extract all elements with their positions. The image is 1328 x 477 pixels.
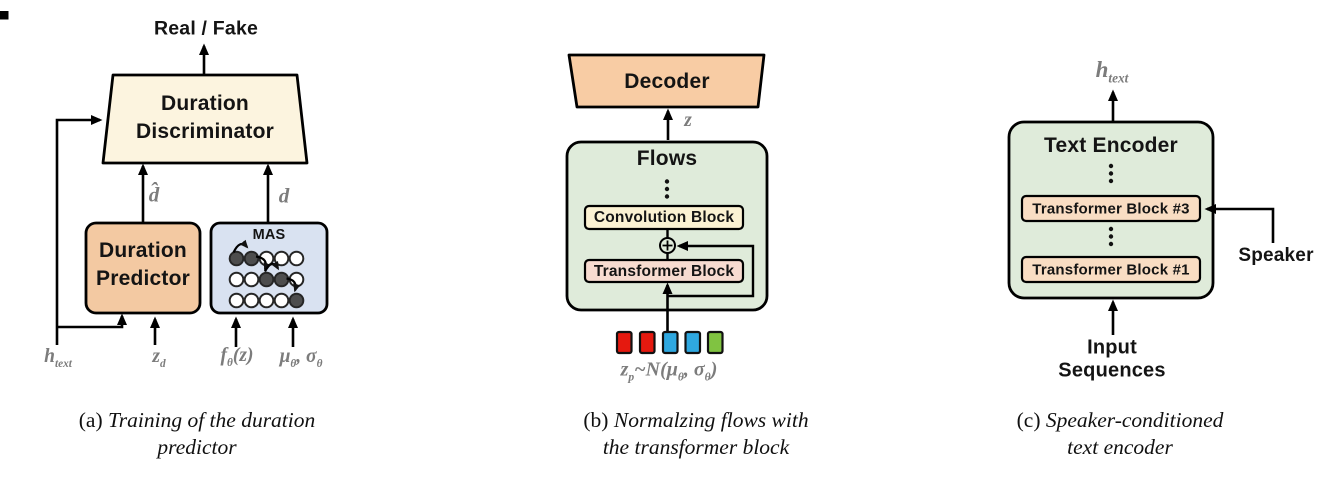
stray-mark	[0, 11, 9, 20]
mas-arc-1	[232, 239, 249, 253]
arrow-htext-to-predictor	[57, 313, 127, 329]
residual-skip-line	[667, 241, 755, 298]
duration-discriminator-shape	[101, 73, 309, 165]
mas-dot-filled	[243, 250, 260, 267]
text-encoder-label: Text Encoder	[1044, 134, 1178, 157]
caption-a-prefix: (a)	[78, 408, 103, 432]
transformer-block-1-label: Transformer Block #1	[1032, 261, 1190, 279]
mas-dot-open	[228, 292, 245, 309]
d-hat-label: d̂	[148, 182, 160, 207]
caption-a: (a) Training of the duration predictor	[79, 407, 316, 461]
caption-c: (c) Speaker-conditioned text encoder	[1017, 407, 1224, 461]
mas-arc-4	[286, 277, 301, 293]
panel-b-graphics	[565, 53, 769, 355]
transformer-block-3-label: Transformer Block #3	[1032, 200, 1190, 218]
mas-dot-open	[243, 271, 260, 288]
z-p-distribution-label: zp~N(μθ, σθ)	[620, 358, 718, 384]
caption-c-line2: text encoder	[1067, 435, 1173, 460]
transformer-block-3-box	[1020, 194, 1202, 223]
caption-b: (b) Normalzing flows with the transforme…	[583, 407, 808, 461]
h-text-label-c: htext	[1095, 57, 1129, 86]
mas-arc-3	[264, 261, 279, 273]
caption-c-prefix: (c)	[1016, 408, 1041, 432]
ellipsis-dots-encoder-mid	[1108, 226, 1114, 247]
latent-tokens	[615, 330, 724, 355]
mas-dot-open	[243, 292, 260, 309]
mas-dot-filled	[273, 271, 290, 288]
panel-a-graphics	[55, 43, 329, 347]
input-sequences-label: Input Sequences	[1058, 336, 1166, 382]
ellipsis-dots-encoder-top	[1108, 163, 1114, 184]
caption-b-prefix: (b)	[583, 408, 609, 432]
caption-b-line2: the transformer block	[602, 435, 790, 460]
f-theta-z-label: fθ(z)	[220, 345, 254, 369]
transformer-block-label: Transformer Block	[593, 262, 735, 280]
mas-dot-filled	[288, 292, 305, 309]
d-label: d	[278, 183, 290, 208]
panel-c-graphics	[1007, 89, 1275, 335]
caption-a-line1: Training of the duration	[107, 408, 316, 432]
z-label: z	[684, 110, 692, 131]
speaker-label: Speaker	[1238, 245, 1314, 266]
caption-a-line2: predictor	[157, 435, 237, 460]
arrow-speaker-to-block3	[1204, 204, 1275, 243]
plus-glyph	[662, 240, 673, 251]
decoder-label: Decoder	[624, 70, 710, 93]
arrow-htext-to-discriminator	[55, 115, 103, 345]
duration-predictor-box	[84, 221, 202, 315]
mas-dot-filled	[228, 250, 245, 267]
mas-label: MAS	[252, 227, 286, 243]
caption-c-line1: Speaker-conditioned	[1045, 408, 1224, 432]
z-d-label: zd	[152, 346, 166, 370]
token-4	[684, 330, 702, 355]
duration-predictor-label: Duration Predictor	[96, 239, 190, 290]
flows-label: Flows	[636, 147, 698, 170]
mu-sigma-label: μθ, σθ	[279, 346, 323, 370]
convolution-block-label: Convolution Block	[593, 209, 735, 226]
mas-dot-open	[288, 250, 305, 267]
h-text-label-a: htext	[44, 346, 72, 370]
convolution-block-box	[583, 204, 745, 231]
real-fake-label: Real / Fake	[153, 17, 259, 40]
mas-arc-2	[255, 255, 271, 272]
mas-dot-open	[228, 271, 245, 288]
token-2	[638, 330, 656, 355]
mas-dot-open	[273, 292, 290, 309]
duration-discriminator-label: Duration Discriminator	[136, 92, 274, 143]
transformer-block-box	[583, 258, 745, 284]
token-5	[706, 330, 724, 355]
mas-dot-open	[258, 292, 275, 309]
ellipsis-dots-flows	[664, 179, 670, 199]
token-3	[661, 330, 679, 355]
mas-dot-filled	[258, 271, 275, 288]
mas-dot-open	[273, 250, 290, 267]
token-1	[615, 330, 633, 355]
caption-b-line1: Normalzing flows with	[613, 408, 809, 432]
decoder-shape	[567, 53, 766, 109]
transformer-block-1-box	[1020, 255, 1202, 284]
